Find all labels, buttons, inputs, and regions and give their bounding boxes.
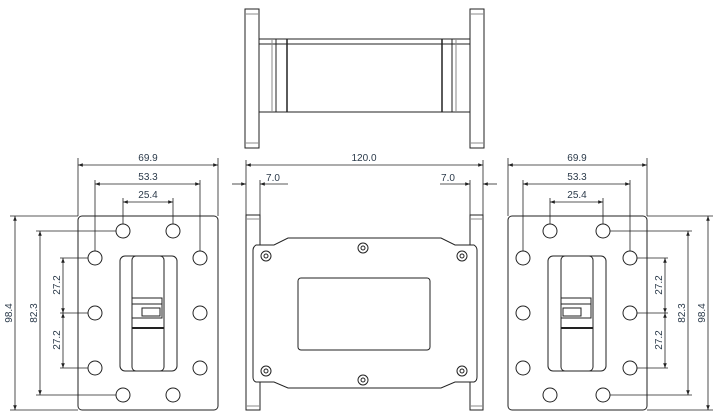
dim-flange-thickness-left: 7.0 <box>266 173 280 184</box>
dimensions: 69.9 53.3 25.4 98.4 82.3 27.2 27.2 <box>4 153 219 411</box>
dim-hole-span-outer: 53.3 <box>138 172 158 183</box>
top-view <box>244 8 485 149</box>
left-view: 69.9 53.3 25.4 98.4 82.3 27.2 27.2 <box>4 153 219 411</box>
dim-width-overall: 69.9 <box>567 153 587 164</box>
waveguide-aperture <box>547 255 607 372</box>
waveguide-aperture <box>119 255 178 372</box>
dim-hole-span-vertical: 82.3 <box>677 303 688 323</box>
dim-length-overall: 120.0 <box>351 153 376 164</box>
dim-hole-span-outer: 53.3 <box>567 172 587 183</box>
dimensions: 120.0 7.0 7.0 <box>232 153 497 215</box>
dim-hole-span-inner: 25.4 <box>567 190 587 201</box>
left-flange-side <box>244 8 260 149</box>
right-flange-side <box>469 8 485 149</box>
dim-hole-span-vertical: 82.3 <box>29 303 40 323</box>
flange-face <box>507 215 648 411</box>
cover-plate <box>252 237 478 389</box>
dim-height-overall: 98.4 <box>4 303 15 323</box>
front-view: 120.0 7.0 7.0 <box>232 153 497 411</box>
bolt-holes <box>515 223 638 403</box>
dim-height-overall: 98.4 <box>697 303 708 323</box>
dim-hole-span-inner: 25.4 <box>138 190 158 201</box>
dim-hole-pitch-lower: 27.2 <box>654 330 665 350</box>
dimensions: 69.9 53.3 25.4 98.4 82.3 27.2 27.2 <box>507 153 713 411</box>
screws <box>260 242 468 386</box>
waveguide-body <box>258 38 471 113</box>
dim-hole-pitch-lower: 27.2 <box>52 330 63 350</box>
dim-hole-pitch-upper: 27.2 <box>654 275 665 295</box>
dim-flange-thickness-right: 7.0 <box>441 173 455 184</box>
dim-width-overall: 69.9 <box>138 153 158 164</box>
window-recess <box>297 277 431 351</box>
dim-hole-pitch-upper: 27.2 <box>52 275 63 295</box>
flange-face <box>77 215 219 411</box>
right-view: 69.9 53.3 25.4 98.4 82.3 27.2 27.2 <box>507 153 713 411</box>
bolt-holes <box>87 223 208 403</box>
